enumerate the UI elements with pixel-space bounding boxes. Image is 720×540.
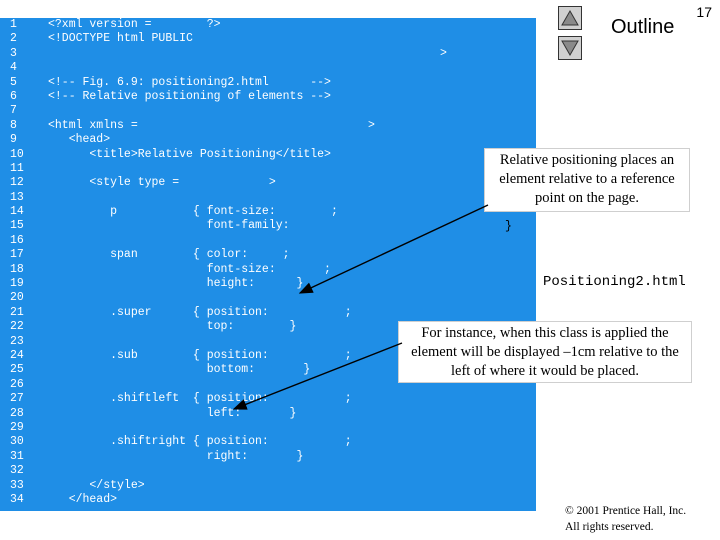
code-listing: <?xml version = ?><!DOCTYPE html PUBLIC <… xyxy=(48,18,534,511)
line-number: 27 xyxy=(10,392,24,406)
code-line xyxy=(48,104,534,118)
previous-slide-button[interactable] xyxy=(558,6,582,30)
line-number: 8 xyxy=(10,118,17,132)
code-fragment-brace: } xyxy=(505,220,512,233)
code-line xyxy=(48,421,534,435)
callout-shiftleft-example: For instance, when this class is applied… xyxy=(398,321,692,383)
code-line: <html xmlns = xyxy=(48,118,138,132)
code-line xyxy=(48,291,534,305)
line-number: 31 xyxy=(10,449,24,463)
code-line: </head> xyxy=(48,492,118,506)
code-line: <style type = > xyxy=(48,176,276,190)
code-line: .super { position: ; xyxy=(48,305,352,319)
line-number: 11 xyxy=(10,161,24,175)
line-number: 5 xyxy=(10,75,17,89)
copyright-notice: © 2001 Prentice Hall, Inc. All rights re… xyxy=(565,503,686,535)
line-number: 10 xyxy=(10,147,24,161)
code-line: p { font-size: ; xyxy=(48,205,338,219)
line-number: 12 xyxy=(10,176,24,190)
code-line: left: } xyxy=(48,406,297,420)
code-line: <!-- Relative positioning of elements --… xyxy=(48,89,331,103)
line-number: 19 xyxy=(10,277,24,291)
code-line: .shiftright { position: ; xyxy=(48,435,352,449)
line-number: 28 xyxy=(10,406,24,420)
outline-title: Outline xyxy=(611,16,675,38)
line-number: 14 xyxy=(10,205,24,219)
triangle-up-icon xyxy=(561,10,579,26)
callout-relative-positioning: Relative positioning places an element r… xyxy=(484,148,690,212)
line-number: 15 xyxy=(10,219,24,233)
code-line xyxy=(48,61,534,75)
line-number: 6 xyxy=(10,89,17,103)
line-number: 17 xyxy=(10,248,24,262)
code-fragment-gt: > xyxy=(368,119,375,132)
line-number: 25 xyxy=(10,363,24,377)
line-number: 34 xyxy=(10,492,24,506)
code-line: <?xml version = ?> xyxy=(48,18,221,31)
code-line: font-size: ; xyxy=(48,262,331,276)
code-line: span { color: ; xyxy=(48,248,290,262)
line-number: 2 xyxy=(10,32,17,46)
code-line xyxy=(48,191,534,205)
line-number: 32 xyxy=(10,464,24,478)
line-number: 13 xyxy=(10,190,24,204)
line-number: 18 xyxy=(10,262,24,276)
code-line: height: } xyxy=(48,277,304,291)
code-line: <!DOCTYPE html PUBLIC xyxy=(48,32,193,46)
line-number: 24 xyxy=(10,348,24,362)
code-line: </style> xyxy=(48,478,145,492)
code-line xyxy=(48,234,534,248)
code-line xyxy=(48,464,534,478)
line-number: 7 xyxy=(10,104,17,118)
page-number: 17 xyxy=(696,4,712,20)
line-number: 16 xyxy=(10,233,24,247)
file-name-label: Positioning2.html xyxy=(543,274,686,290)
code-line: top: } xyxy=(48,320,297,334)
code-line: right: } xyxy=(48,449,304,463)
line-number: 22 xyxy=(10,320,24,334)
code-line: <head> xyxy=(48,133,111,147)
line-number: 21 xyxy=(10,305,24,319)
line-number: 23 xyxy=(10,334,24,348)
line-number: 26 xyxy=(10,377,24,391)
code-line xyxy=(48,47,534,61)
copyright-line: © 2001 Prentice Hall, Inc. xyxy=(565,505,687,517)
line-number: 4 xyxy=(10,61,17,75)
code-line: .shiftleft { position: ; xyxy=(48,392,352,406)
code-line: <!-- Fig. 6.9: positioning2.html --> xyxy=(48,75,331,89)
code-fragment-gt: > xyxy=(440,47,447,60)
line-number: 20 xyxy=(10,291,24,305)
line-number: 1 xyxy=(10,18,17,31)
code-line: font-family: xyxy=(48,219,290,233)
line-number: 3 xyxy=(10,46,17,60)
line-number: 33 xyxy=(10,478,24,492)
code-line: <title>Relative Positioning</title> xyxy=(48,147,331,161)
next-slide-button[interactable] xyxy=(558,36,582,60)
code-line xyxy=(48,162,534,176)
line-number: 9 xyxy=(10,133,17,147)
line-number: 30 xyxy=(10,435,24,449)
triangle-down-icon xyxy=(561,40,579,56)
line-number: 29 xyxy=(10,420,24,434)
rights-line: All rights reserved. xyxy=(565,521,654,533)
